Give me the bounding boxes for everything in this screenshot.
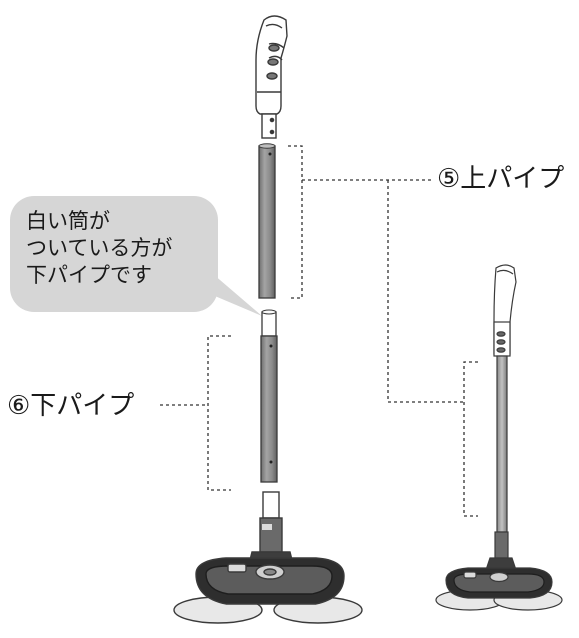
callout-line-1: 白い筒が: [26, 209, 110, 233]
lower-pipe-leader: [160, 335, 231, 491]
mop-base-large: [173, 491, 363, 624]
callout-line-3: 下パイプです: [26, 263, 152, 287]
lower-pipe: [260, 309, 278, 483]
lower-pipe-label: ⑥下パイプ: [7, 391, 135, 421]
assembled-mop-small: [435, 264, 563, 611]
upper-pipe-label: ⑤上パイプ: [437, 164, 565, 194]
speech-bubble: [10, 196, 262, 316]
upper-pipe: [258, 143, 276, 299]
upper-pipe-leader: [288, 145, 478, 517]
callout-line-2: ついている方が: [26, 236, 173, 260]
callout-text: 白い筒が ついている方が 下パイプです: [26, 208, 216, 289]
handle-part: [255, 15, 288, 139]
